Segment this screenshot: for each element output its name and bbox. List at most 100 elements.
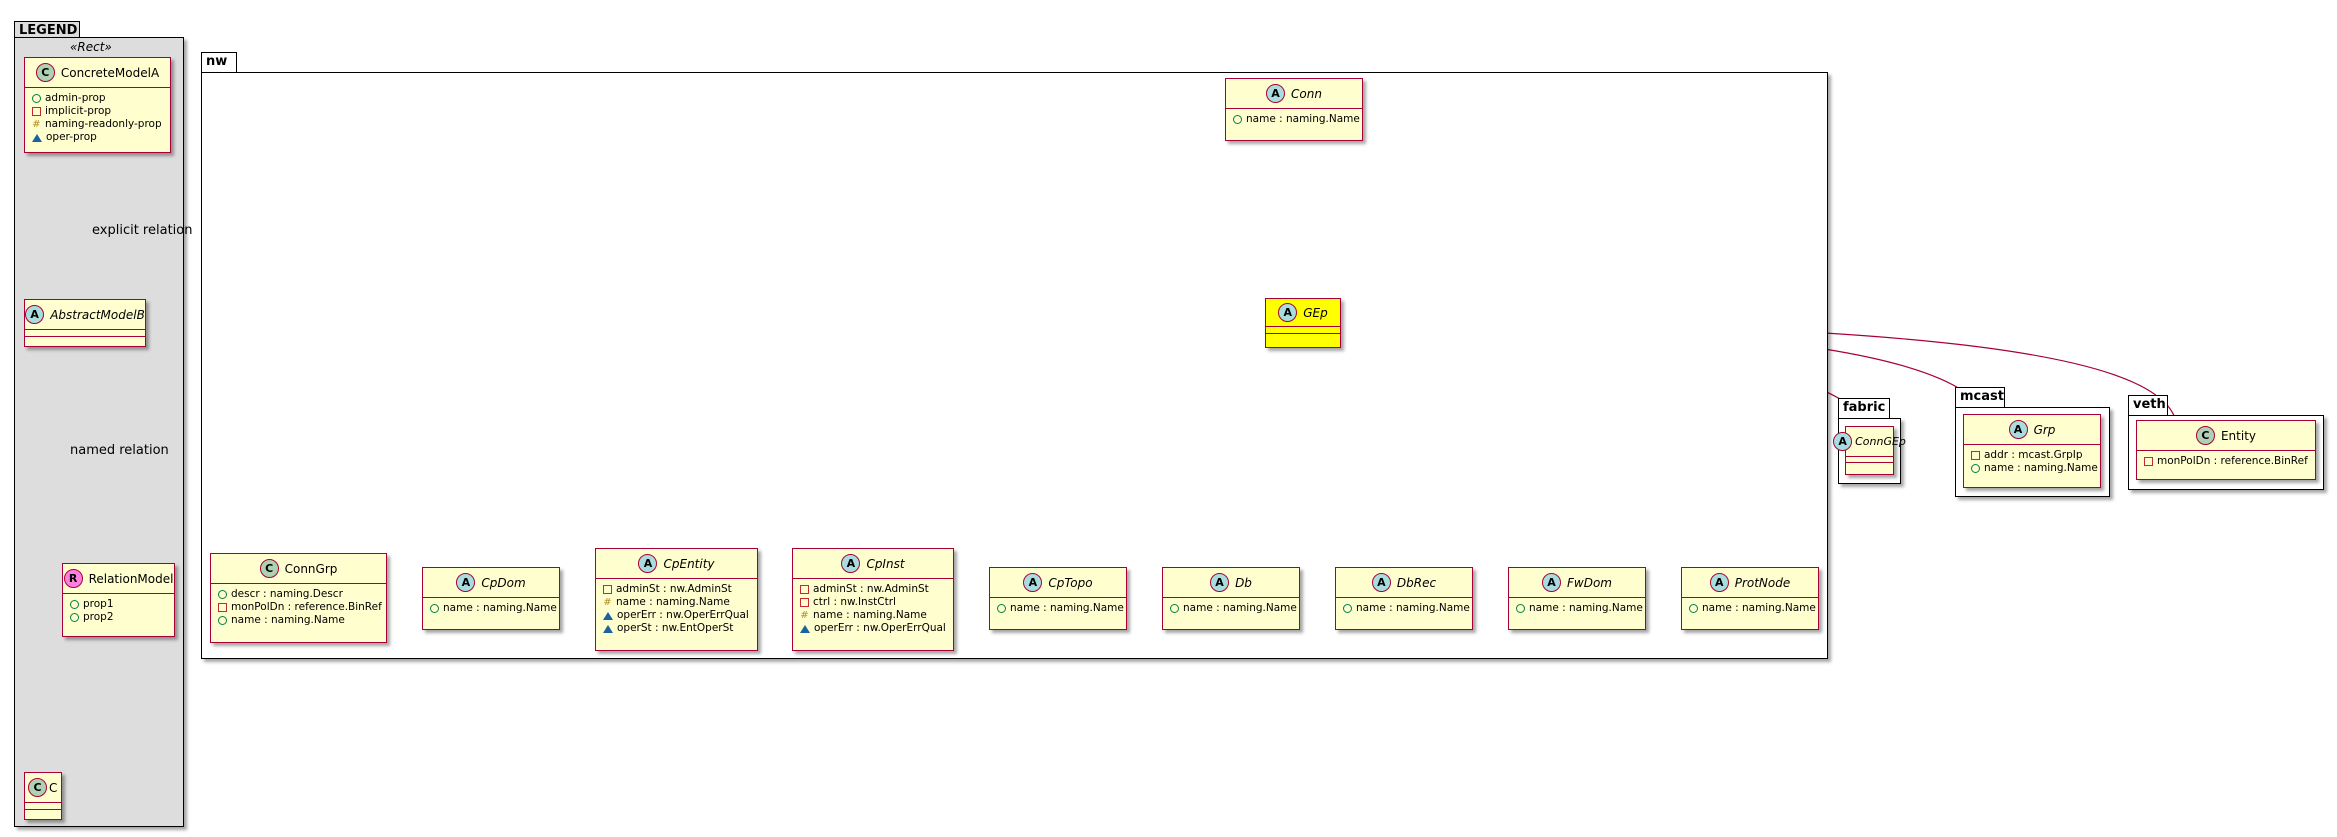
package-private-icon bbox=[32, 133, 42, 142]
public-icon bbox=[1516, 604, 1525, 613]
protected-icon: # bbox=[800, 610, 809, 621]
attribute-text: monPolDn : reference.BinRef bbox=[2157, 455, 2308, 467]
class-entity[interactable]: C Entity monPolDn : reference.BinRef bbox=[2136, 420, 2316, 480]
attribute-text: operErr : nw.OperErrQual bbox=[617, 609, 749, 621]
public-icon bbox=[32, 94, 41, 103]
class-cpinst[interactable]: A CpInst adminSt : nw.AdminSt ctrl : nw.… bbox=[792, 548, 954, 651]
attribute-text: oper-prop bbox=[46, 131, 97, 143]
class-name: DbRec bbox=[1396, 575, 1437, 590]
class-attributes: adminSt : nw.AdminSt ctrl : nw.InstCtrl … bbox=[793, 579, 953, 640]
class-attributes: prop1 prop2 bbox=[63, 594, 174, 629]
protected-icon: # bbox=[603, 597, 612, 608]
attribute-text: name : naming.Name bbox=[1356, 602, 1470, 614]
class-name: CpEntity bbox=[663, 556, 715, 571]
class-db[interactable]: A Db name : naming.Name bbox=[1162, 567, 1300, 630]
attribute-text: name : naming.Name bbox=[813, 609, 927, 621]
class-name: Entity bbox=[2220, 428, 2257, 443]
class-c[interactable]: C C bbox=[24, 772, 62, 820]
public-icon bbox=[218, 616, 227, 625]
class-spot-icon: C bbox=[2195, 426, 2215, 445]
class-header: R RelationModel bbox=[63, 564, 174, 594]
attribute: operSt : nw.EntOperSt bbox=[603, 622, 750, 635]
class-spot-icon: A bbox=[1709, 573, 1729, 592]
nw-body bbox=[201, 72, 1828, 659]
class-name: Grp bbox=[2033, 422, 2056, 437]
private-icon bbox=[603, 585, 612, 594]
veth-tab: veth bbox=[2128, 395, 2168, 415]
nw-tab: nw bbox=[201, 52, 237, 72]
class-name: ConnGrp bbox=[284, 561, 338, 576]
attribute-text: addr : mcast.GrpIp bbox=[1984, 449, 2083, 461]
attribute-text: name : naming.Name bbox=[231, 614, 345, 626]
class-header: A Db bbox=[1163, 568, 1299, 598]
class-name: Conn bbox=[1291, 86, 1322, 101]
attribute-text: descr : naming.Descr bbox=[231, 588, 343, 600]
class-methods bbox=[25, 336, 145, 343]
class-cpentity[interactable]: A CpEntity adminSt : nw.AdminSt #name : … bbox=[595, 548, 758, 651]
attribute: implicit-prop bbox=[32, 105, 163, 118]
private-icon bbox=[800, 585, 809, 594]
class-header: A GEp bbox=[1266, 299, 1340, 327]
class-name: GEp bbox=[1303, 305, 1328, 320]
class-spot-icon: A bbox=[1542, 573, 1561, 592]
attribute: name : naming.Name bbox=[1170, 602, 1297, 615]
attribute: name : naming.Name bbox=[1689, 602, 1816, 615]
class-name: Db bbox=[1235, 575, 1252, 590]
named-relation-label: named relation bbox=[70, 443, 169, 458]
class-header: A CpDom bbox=[423, 568, 559, 598]
class-spot-icon: A bbox=[841, 554, 861, 573]
package-private-icon bbox=[603, 611, 613, 620]
attribute: oper-prop bbox=[32, 131, 163, 144]
class-grp[interactable]: A Grp addr : mcast.GrpIp name : naming.N… bbox=[1963, 414, 2101, 488]
class-header: A AbstractModelB bbox=[25, 300, 145, 330]
protected-icon: # bbox=[32, 119, 41, 130]
class-cpdom[interactable]: A CpDom name : naming.Name bbox=[422, 567, 560, 630]
class-spot-icon: A bbox=[1833, 432, 1853, 451]
class-header: A ConnGEp bbox=[1833, 427, 1906, 457]
class-abstract-model-b[interactable]: A AbstractModelB bbox=[24, 299, 146, 347]
public-icon bbox=[430, 604, 439, 613]
class-methods bbox=[1846, 462, 1893, 469]
fabric-tab: fabric bbox=[1838, 398, 1890, 418]
class-protnode[interactable]: A ProtNode name : naming.Name bbox=[1681, 567, 1819, 630]
class-spot-icon: A bbox=[638, 554, 658, 573]
class-concrete-model-a[interactable]: C ConcreteModelA admin-prop implicit-pro… bbox=[24, 57, 171, 153]
class-name: C bbox=[49, 780, 58, 795]
legend-stereotype: «Rect» bbox=[70, 40, 112, 54]
attribute: operErr : nw.OperErrQual bbox=[603, 609, 750, 622]
attribute-text: ctrl : nw.InstCtrl bbox=[813, 596, 896, 608]
class-header: C C bbox=[25, 773, 61, 803]
class-relation-model[interactable]: R RelationModel prop1 prop2 bbox=[62, 563, 175, 637]
attribute-text: name : naming.Name bbox=[616, 596, 730, 608]
class-spot-icon: A bbox=[1266, 84, 1286, 103]
package-private-icon bbox=[603, 624, 613, 633]
class-methods bbox=[25, 809, 61, 816]
class-spot-icon: C bbox=[259, 559, 279, 578]
attribute-text: prop1 bbox=[83, 598, 114, 610]
public-icon bbox=[218, 590, 227, 599]
class-header: C ConcreteModelA bbox=[25, 58, 170, 88]
attribute-text: operErr : nw.OperErrQual bbox=[814, 622, 946, 634]
class-attributes: name : naming.Name bbox=[990, 598, 1126, 620]
class-attributes: name : naming.Name bbox=[1682, 598, 1818, 620]
class-header: C Entity bbox=[2137, 421, 2315, 451]
class-name: CpTopo bbox=[1048, 575, 1093, 590]
class-header: A CpTopo bbox=[990, 568, 1126, 598]
class-conngep[interactable]: A ConnGEp bbox=[1833, 426, 1906, 475]
class-spot-icon: A bbox=[25, 305, 45, 324]
class-gep[interactable]: A GEp bbox=[1265, 298, 1341, 348]
class-name: CpInst bbox=[866, 556, 905, 571]
class-header: A FwDom bbox=[1509, 568, 1645, 598]
attribute-text: naming-readonly-prop bbox=[45, 118, 162, 130]
class-fwdom[interactable]: A FwDom name : naming.Name bbox=[1508, 567, 1646, 630]
class-conngrp[interactable]: C ConnGrp descr : naming.Descr monPolDn … bbox=[210, 553, 387, 643]
attribute: admin-prop bbox=[32, 92, 163, 105]
attribute-text: name : naming.Name bbox=[1183, 602, 1297, 614]
class-spot-icon: A bbox=[1023, 573, 1043, 592]
class-conn[interactable]: A Conn name : naming.Name bbox=[1225, 78, 1363, 141]
attribute: adminSt : nw.AdminSt bbox=[800, 583, 946, 596]
attribute: name : naming.Name bbox=[1516, 602, 1643, 615]
class-cptopo[interactable]: A CpTopo name : naming.Name bbox=[989, 567, 1127, 630]
legend-tab: LEGEND bbox=[14, 21, 80, 38]
class-dbrec[interactable]: A DbRec name : naming.Name bbox=[1335, 567, 1473, 630]
